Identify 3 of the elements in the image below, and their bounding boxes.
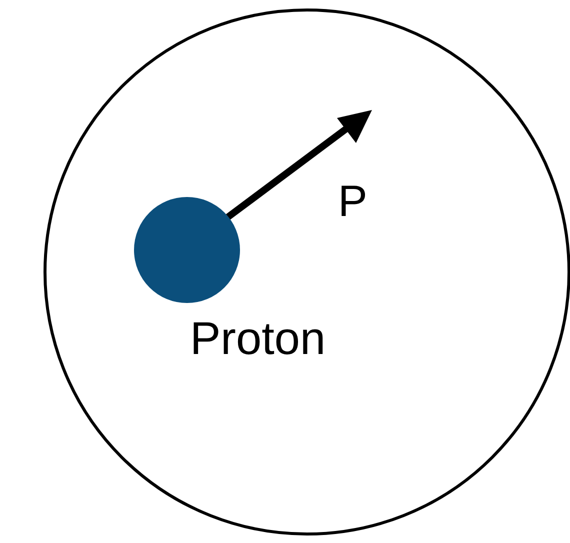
particle-dot: [134, 197, 240, 303]
vector-label: P: [338, 180, 368, 224]
particle-label: Proton: [190, 315, 326, 361]
